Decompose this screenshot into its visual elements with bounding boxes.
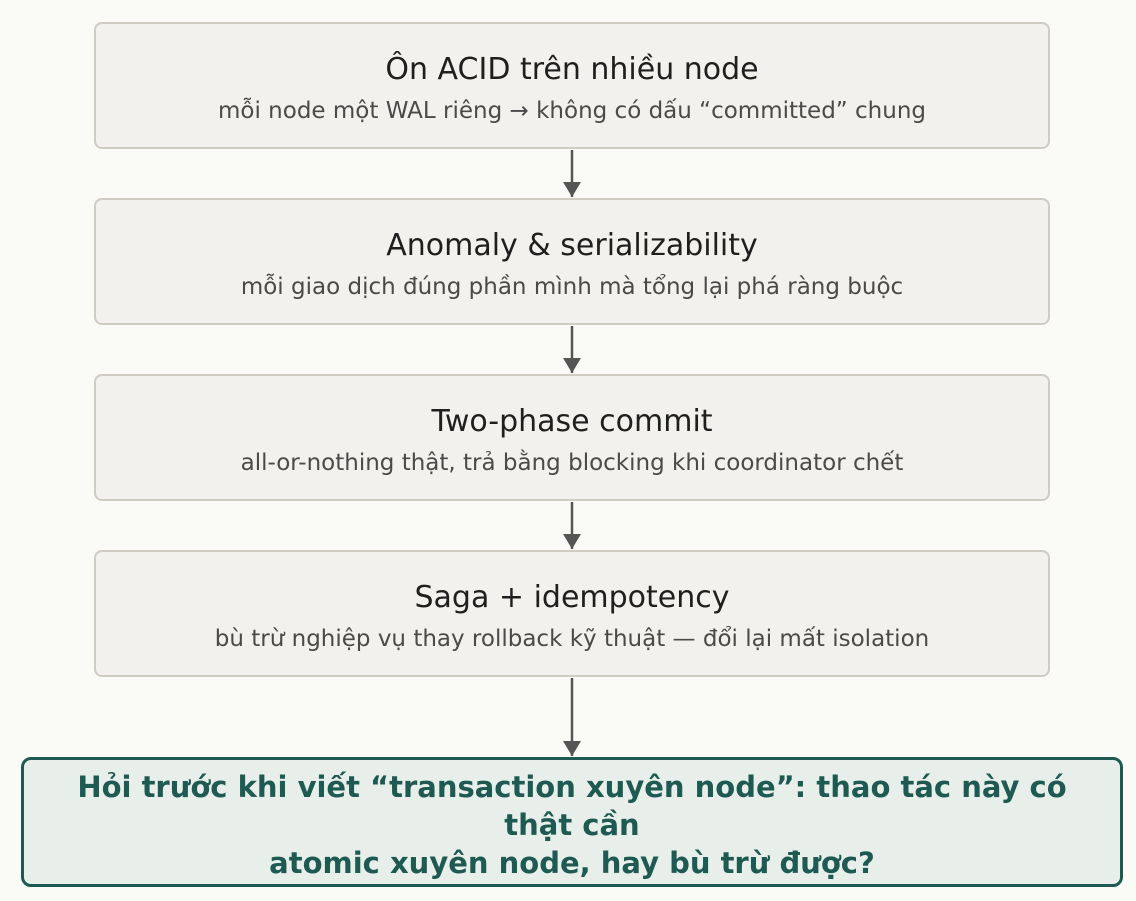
step-title: Two-phase commit <box>431 404 713 439</box>
step-subtitle: mỗi node một WAL riêng → không có dấu “c… <box>218 98 926 124</box>
step-title: Anomaly & serializability <box>386 228 758 263</box>
step-title: Saga + idempotency <box>414 580 730 615</box>
arrow-4 <box>563 678 581 756</box>
conclusion-line-1: Hỏi trước khi viết “transaction xuyên no… <box>77 770 1067 842</box>
arrow-2 <box>563 326 581 373</box>
conclusion-box: Hỏi trước khi viết “transaction xuyên no… <box>21 757 1123 887</box>
step-box-acid: Ôn ACID trên nhiều node mỗi node một WAL… <box>94 22 1050 149</box>
step-box-saga: Saga + idempotency bù trừ nghiệp vụ thay… <box>94 550 1050 677</box>
arrow-3 <box>563 502 581 549</box>
step-title: Ôn ACID trên nhiều node <box>385 52 759 87</box>
conclusion-line-2: atomic xuyên node, hay bù trừ được? <box>269 846 875 880</box>
step-box-2pc: Two-phase commit all-or-nothing thật, tr… <box>94 374 1050 501</box>
step-subtitle: mỗi giao dịch đúng phần mình mà tổng lại… <box>240 274 904 300</box>
arrow-1 <box>563 150 581 197</box>
step-box-anomaly: Anomaly & serializability mỗi giao dịch … <box>94 198 1050 325</box>
step-subtitle: bù trừ nghiệp vụ thay rollback kỹ thuật … <box>214 626 930 652</box>
step-subtitle: all-or-nothing thật, trả bằng blocking k… <box>240 450 904 476</box>
